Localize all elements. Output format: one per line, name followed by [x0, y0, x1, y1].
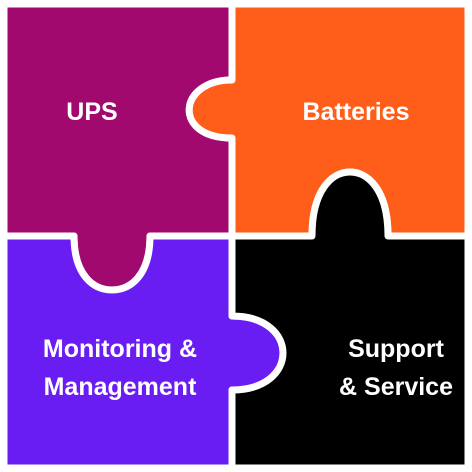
ups-label-line: UPS	[66, 98, 118, 126]
monitoring-management-label: Monitoring & Management	[20, 330, 220, 406]
monitoring-label-line-2: Management	[43, 373, 197, 401]
ups-label: UPS	[28, 93, 156, 131]
puzzle-piece-support	[228, 168, 472, 472]
batteries-label: Batteries	[286, 93, 426, 131]
monitoring-label-line-1: Monitoring &	[42, 335, 198, 363]
support-label-line-1: Support	[348, 335, 444, 363]
support-service-label: Support & Service	[318, 330, 472, 406]
support-label-line-2: & Service	[339, 373, 453, 401]
batteries-label-line: Batteries	[302, 98, 410, 126]
